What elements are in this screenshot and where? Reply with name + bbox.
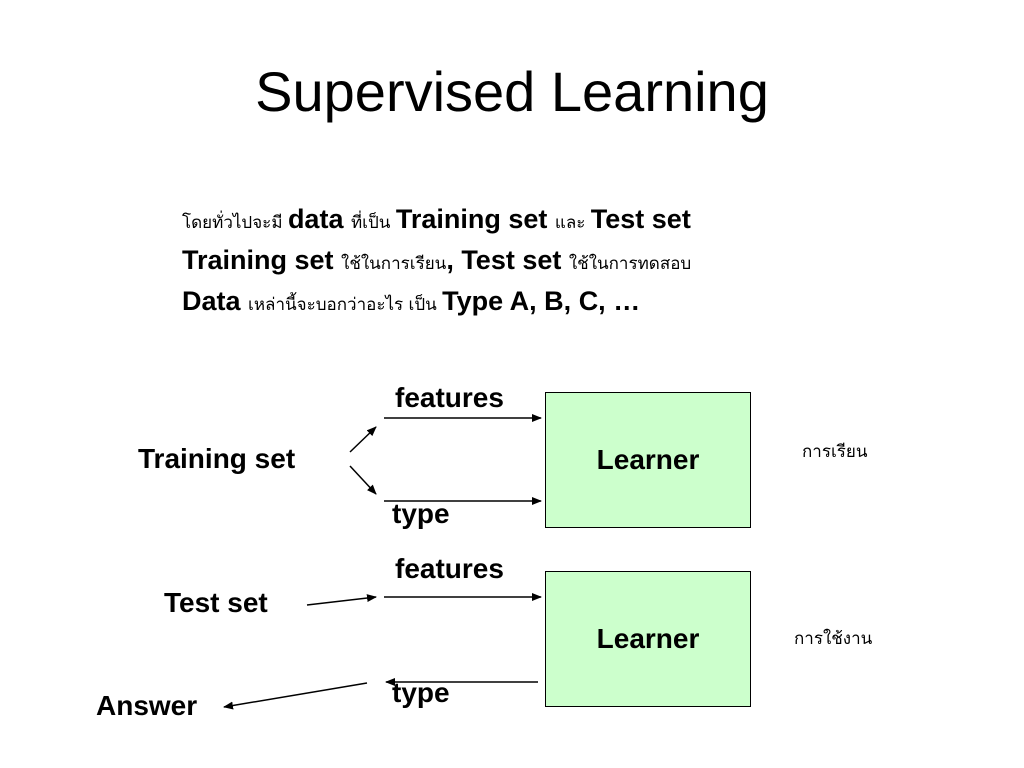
intro-line-1-segment: data [287, 204, 351, 234]
test-learner-box: Learner [545, 571, 751, 707]
test-features-label: features [395, 553, 504, 584]
intro-line-3-segment: Data [182, 286, 249, 316]
intro-line-2-segment: ใช้ในการทดสอบ [568, 254, 692, 274]
intro-line-1-segment: Training set [395, 204, 555, 234]
intro-line-1-segment: โดยทั่วไปจะมี [182, 213, 288, 233]
intro-line-1-segment: และ [554, 213, 591, 233]
test-note: การใช้งาน [794, 629, 873, 649]
slide-title: Supervised Learning [255, 60, 769, 123]
arrow-answer [223, 682, 368, 710]
intro-line-2-segment: ใช้ในการเรียน [341, 254, 447, 274]
test-set-label: Test set [164, 587, 268, 618]
training-features-label: features [395, 382, 504, 413]
intro-line-2-segment: , Test set [446, 245, 569, 275]
intro-line-1: โดยทั่วไปจะมี data ที่เป็น Training set … [182, 200, 691, 242]
training-learner-box: Learner [545, 392, 751, 528]
training-learner-label: Learner [596, 444, 700, 475]
training-set-label: Training set [138, 443, 296, 474]
arrow-test-in [306, 594, 377, 606]
training-note: การเรียน [802, 442, 868, 462]
test-learner-label: Learner [596, 623, 700, 654]
intro-line-2-segment: Training set [182, 245, 342, 275]
arrow-training-up [349, 426, 377, 453]
arrow-training-down [349, 465, 377, 495]
intro-line-3-segment: เหล่านี้จะบอกว่าอะไร เป็น [248, 295, 443, 315]
intro-line-1-segment: ที่เป็น [350, 213, 396, 233]
intro-line-3: Data เหล่านี้จะบอกว่าอะไร เป็น Type A, B… [182, 282, 640, 324]
intro-line-3-segment: Type A, B, C, … [442, 286, 641, 316]
answer-label: Answer [96, 690, 198, 721]
intro-line-2: Training set ใช้ในการเรียน, Test set ใช้… [182, 241, 691, 283]
intro-line-1-segment: Test set [590, 204, 691, 234]
training-type-label: type [392, 498, 450, 529]
